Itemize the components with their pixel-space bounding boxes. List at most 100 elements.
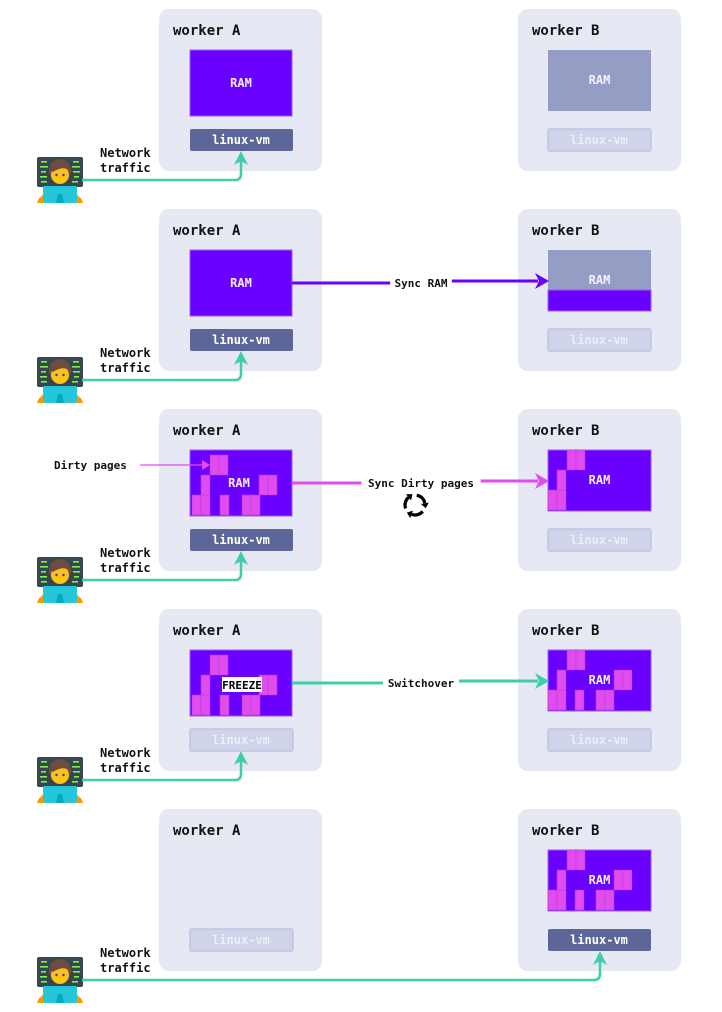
dirty-page-block — [200, 494, 211, 516]
refresh-arc — [416, 493, 427, 504]
ram-label: RAM — [589, 673, 611, 687]
linux-vm-box[interactable] — [189, 928, 294, 952]
dirty-page-block — [556, 869, 567, 891]
dirty-pages-label: Dirty pages — [54, 459, 127, 472]
link-arrow-head — [535, 673, 549, 689]
dirty-page-block — [250, 694, 261, 716]
linux-vm-box[interactable] — [547, 728, 652, 752]
person-at-laptop-icon — [37, 357, 83, 403]
link-label: Switchover — [388, 677, 455, 690]
network-label-line1: Network — [100, 146, 151, 160]
worker-a: worker A FREEZE linux-vm — [159, 609, 322, 771]
refresh-arrow-tip — [406, 494, 413, 501]
linux-vm[interactable]: linux-vm — [190, 129, 293, 151]
linux-vm[interactable]: linux-vm — [190, 329, 293, 351]
linux-vm[interactable]: linux-vm — [547, 128, 652, 152]
ram-label: RAM — [228, 476, 250, 490]
dirty-pages-pointer-head — [202, 460, 210, 470]
refresh-cycle-icon — [403, 493, 429, 519]
linux-vm-label: linux-vm — [570, 133, 628, 147]
ram-label: RAM — [589, 73, 611, 87]
linux-vm-box[interactable] — [547, 128, 652, 152]
person-at-laptop-icon — [37, 557, 83, 603]
worker-a: worker A RAM linux-vm — [159, 409, 322, 571]
linux-vm[interactable]: linux-vm — [547, 328, 652, 352]
linux-vm[interactable]: linux-vm — [190, 529, 293, 551]
dirty-page-block — [595, 689, 606, 711]
dirty-page-block — [566, 849, 577, 871]
linux-vm[interactable]: linux-vm — [547, 528, 652, 552]
network-label-line2: traffic — [100, 961, 151, 975]
dirty-page-block — [604, 889, 615, 911]
linux-vm-box[interactable] — [190, 529, 293, 551]
dirty-page-block — [547, 689, 558, 711]
dirty-page-block — [574, 689, 585, 711]
dirty-page-block — [622, 869, 633, 891]
linux-vm[interactable]: linux-vm — [548, 929, 651, 951]
refresh-arrow-tip — [420, 502, 429, 509]
dirty-page-block — [219, 494, 230, 516]
dirty-page-block — [267, 474, 278, 496]
dirty-page-block — [191, 494, 202, 516]
link-label: Sync Dirty pages — [368, 477, 474, 490]
refresh-arrow-tip — [406, 510, 413, 519]
dirty-page-block — [218, 454, 229, 476]
dirty-page-block — [547, 889, 558, 911]
linux-vm-box[interactable] — [548, 929, 651, 951]
linux-vm-box[interactable] — [190, 329, 293, 351]
dirty-page-block — [200, 674, 211, 696]
linux-vm-box[interactable] — [547, 528, 652, 552]
dirty-page-block — [556, 489, 567, 511]
dirty-page-block — [595, 889, 606, 911]
linux-vm-box[interactable] — [547, 328, 652, 352]
linux-vm-box[interactable] — [189, 728, 294, 752]
dirty-page-block — [241, 494, 252, 516]
worker-title: worker A — [173, 823, 241, 839]
network-label-line1: Network — [100, 546, 151, 560]
freeze-label: FREEZE — [222, 679, 262, 692]
refresh-arc — [403, 496, 410, 509]
dirty-page-block — [556, 469, 567, 491]
linux-vm-label: linux-vm — [212, 133, 270, 147]
worker-title: worker A — [173, 223, 241, 239]
ram-box — [189, 49, 293, 117]
dirty-page-block — [209, 654, 220, 676]
network-traffic-arrow — [82, 358, 243, 382]
ram-block: RAM — [547, 250, 652, 312]
person-at-laptop-icon — [37, 757, 83, 803]
ram-synced-portion — [547, 289, 652, 312]
linux-vm-label: linux-vm — [212, 533, 270, 547]
ram-block: RAM — [547, 449, 652, 512]
ram-block: RAM — [547, 649, 652, 712]
network-label-line2: traffic — [100, 561, 151, 575]
dirty-page-block — [241, 694, 252, 716]
dirty-page-block — [575, 449, 586, 471]
dirty-page-block — [604, 689, 615, 711]
refresh-arc — [411, 510, 424, 517]
dirty-page-block — [191, 694, 202, 716]
linux-vm[interactable]: linux-vm — [189, 728, 294, 752]
network-arrow-head — [593, 951, 607, 965]
network-label-line2: traffic — [100, 161, 151, 175]
link-arrow-head — [535, 273, 549, 289]
linux-vm-label: linux-vm — [570, 533, 628, 547]
linux-vm-box[interactable] — [190, 129, 293, 151]
worker-title: worker A — [173, 23, 241, 39]
linux-vm[interactable]: linux-vm — [189, 928, 294, 952]
network-arrow-head — [234, 551, 248, 565]
linux-vm-label: linux-vm — [570, 933, 628, 947]
worker-title: worker A — [173, 423, 241, 439]
worker-title: worker A — [173, 623, 241, 639]
dirty-page-block — [200, 474, 211, 496]
linux-vm[interactable]: linux-vm — [547, 728, 652, 752]
